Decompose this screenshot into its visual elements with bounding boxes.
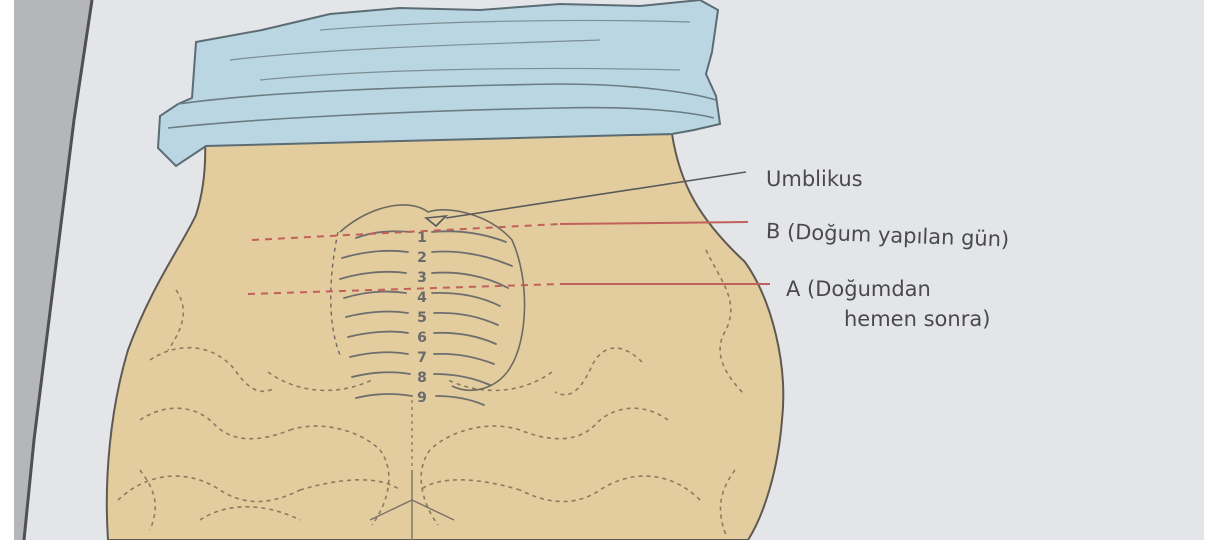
scale-number: 8 — [417, 370, 427, 386]
line-a-label-line1: A (Doğumdan — [786, 276, 931, 302]
scale-number: 7 — [417, 350, 427, 366]
torso — [107, 134, 783, 540]
scale-number: 9 — [417, 390, 427, 406]
scale-numbers: 1 2 3 4 5 6 7 8 9 — [417, 230, 427, 406]
umbilicus-label: Umblikus — [766, 166, 863, 192]
scale-number: 6 — [417, 330, 427, 346]
scale-number: 5 — [417, 310, 427, 326]
scale-number: 1 — [417, 230, 427, 246]
line-a-label-line2: hemen sonra) — [844, 306, 990, 332]
scale-number: 2 — [417, 250, 427, 266]
scale-number: 3 — [417, 270, 427, 286]
scale-number: 4 — [417, 290, 427, 306]
